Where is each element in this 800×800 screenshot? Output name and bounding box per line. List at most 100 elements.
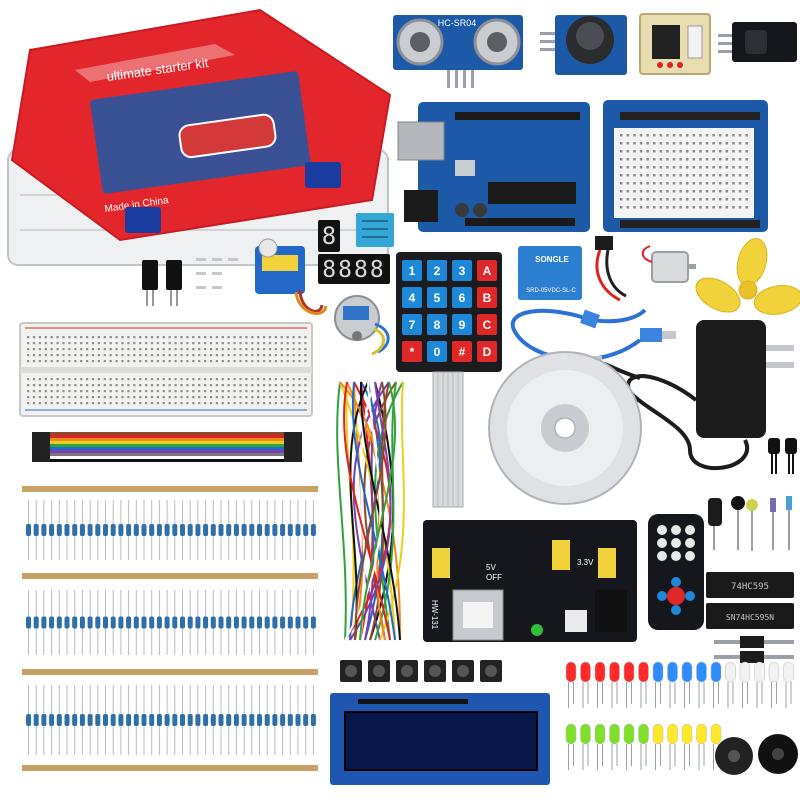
breadboard-holes (27, 336, 307, 405)
usb-cable (510, 308, 676, 362)
keypad-key-label: 9 (459, 318, 466, 332)
quad-digit-text: 8888 (322, 257, 385, 283)
keypad-key-label: D (483, 345, 492, 359)
remote-button[interactable] (685, 525, 695, 535)
led (638, 723, 649, 770)
remote-up-button[interactable] (671, 577, 681, 587)
remote-button[interactable] (671, 551, 681, 561)
ultrasonic-label: HC-SR04 (438, 18, 477, 28)
ir-remote-buttons (657, 525, 695, 615)
keypad-key-label: # (459, 345, 466, 359)
remote-left-button[interactable] (657, 591, 667, 601)
opt-3v3: 3.3V (577, 558, 594, 567)
ribbon-jumper-wires (32, 432, 302, 462)
remote-button[interactable] (685, 551, 695, 561)
keypad-key[interactable]: # (452, 341, 472, 362)
led (638, 661, 649, 708)
keypad-key-label: B (483, 291, 492, 305)
opt-5v: 5V (486, 563, 496, 572)
dc-motor (641, 245, 696, 283)
keypad-key-label: 3 (459, 264, 466, 278)
joystick-module[interactable] (540, 15, 627, 75)
led (681, 723, 693, 770)
remote-button[interactable] (685, 538, 695, 548)
led (681, 661, 693, 708)
keypad-key-label: * (410, 345, 415, 359)
led (565, 661, 577, 708)
keypad-key-label: 8 (434, 318, 441, 332)
keypad-key[interactable]: 1 (402, 260, 422, 281)
keypad-key-label: 0 (434, 345, 441, 359)
remote-button[interactable] (657, 551, 667, 561)
chip-b-text: SN74HC595N (726, 613, 774, 622)
remote-down-button[interactable] (671, 605, 681, 615)
fan-propeller (695, 238, 800, 315)
keypad-key[interactable]: B (477, 287, 497, 308)
lcd-1602-display (330, 693, 550, 785)
remote-center-button[interactable] (667, 587, 685, 605)
keypad-key[interactable]: C (477, 314, 497, 335)
keypad-key[interactable]: 7 (402, 314, 422, 335)
led (594, 723, 606, 770)
keypad-key-label: 5 (434, 291, 441, 305)
keypad-key[interactable]: 9 (452, 314, 472, 335)
led (754, 661, 765, 708)
push-button[interactable] (368, 660, 390, 682)
box-latch-left[interactable] (125, 207, 161, 233)
led (580, 661, 591, 708)
loose-jumper-wires (336, 381, 405, 641)
remote-button[interactable] (671, 538, 681, 548)
remote-button[interactable] (671, 525, 681, 535)
power-switch-button[interactable] (565, 610, 587, 632)
potentiometer-2[interactable] (166, 260, 182, 306)
led (768, 661, 780, 708)
keypad-4x4 (396, 252, 502, 508)
keypad-key-label: A (483, 264, 492, 278)
opt-off: OFF (486, 573, 502, 582)
power-adapter (588, 320, 794, 471)
shield-breadboard-holes (620, 134, 748, 209)
led (667, 661, 678, 708)
keypad-key[interactable]: * (402, 341, 422, 362)
stepper-motor (334, 295, 390, 356)
push-button[interactable] (452, 660, 474, 682)
led (710, 661, 722, 708)
keypad-key[interactable]: A (477, 260, 497, 281)
tactile-push-buttons (340, 660, 502, 682)
storage-box: ultimate starter kit Made in China (7, 8, 392, 266)
keypad-key[interactable]: 0 (427, 341, 447, 362)
chip-a-text: 74HC595 (731, 582, 769, 592)
ic-chip-a: 74HC595 (706, 572, 794, 598)
active-buzzer (715, 737, 753, 775)
push-button[interactable] (424, 660, 446, 682)
keypad-key-label: 4 (409, 291, 416, 305)
keypad-key[interactable]: 4 (402, 287, 422, 308)
seven-segment-single: 8 (318, 220, 340, 252)
capacitors (708, 496, 792, 551)
push-button[interactable] (480, 660, 502, 682)
keypad-key[interactable]: 2 (427, 260, 447, 281)
remote-button[interactable] (657, 525, 667, 535)
keypad-key[interactable]: 5 (427, 287, 447, 308)
ic-chip-b: SN74HC595N (706, 603, 794, 629)
dht11-sensor (356, 213, 394, 247)
remote-right-button[interactable] (685, 591, 695, 601)
keypad-key[interactable]: 8 (427, 314, 447, 335)
battery-clip (595, 236, 627, 302)
potentiometer-1[interactable] (142, 260, 158, 306)
led (594, 661, 606, 708)
led (609, 661, 620, 708)
led (580, 723, 591, 770)
relay-module: SONGLE SRD-05VDC-SL-C (518, 246, 582, 300)
box-latch-right[interactable] (305, 162, 341, 188)
led (565, 723, 577, 770)
push-button[interactable] (340, 660, 362, 682)
remote-button[interactable] (657, 538, 667, 548)
keypad-key[interactable]: 6 (452, 287, 472, 308)
screw-hardware (196, 258, 238, 289)
keypad-key[interactable]: D (477, 341, 497, 362)
push-button[interactable] (396, 660, 418, 682)
keypad-key[interactable]: 3 (452, 260, 472, 281)
servo-motor (255, 238, 328, 316)
